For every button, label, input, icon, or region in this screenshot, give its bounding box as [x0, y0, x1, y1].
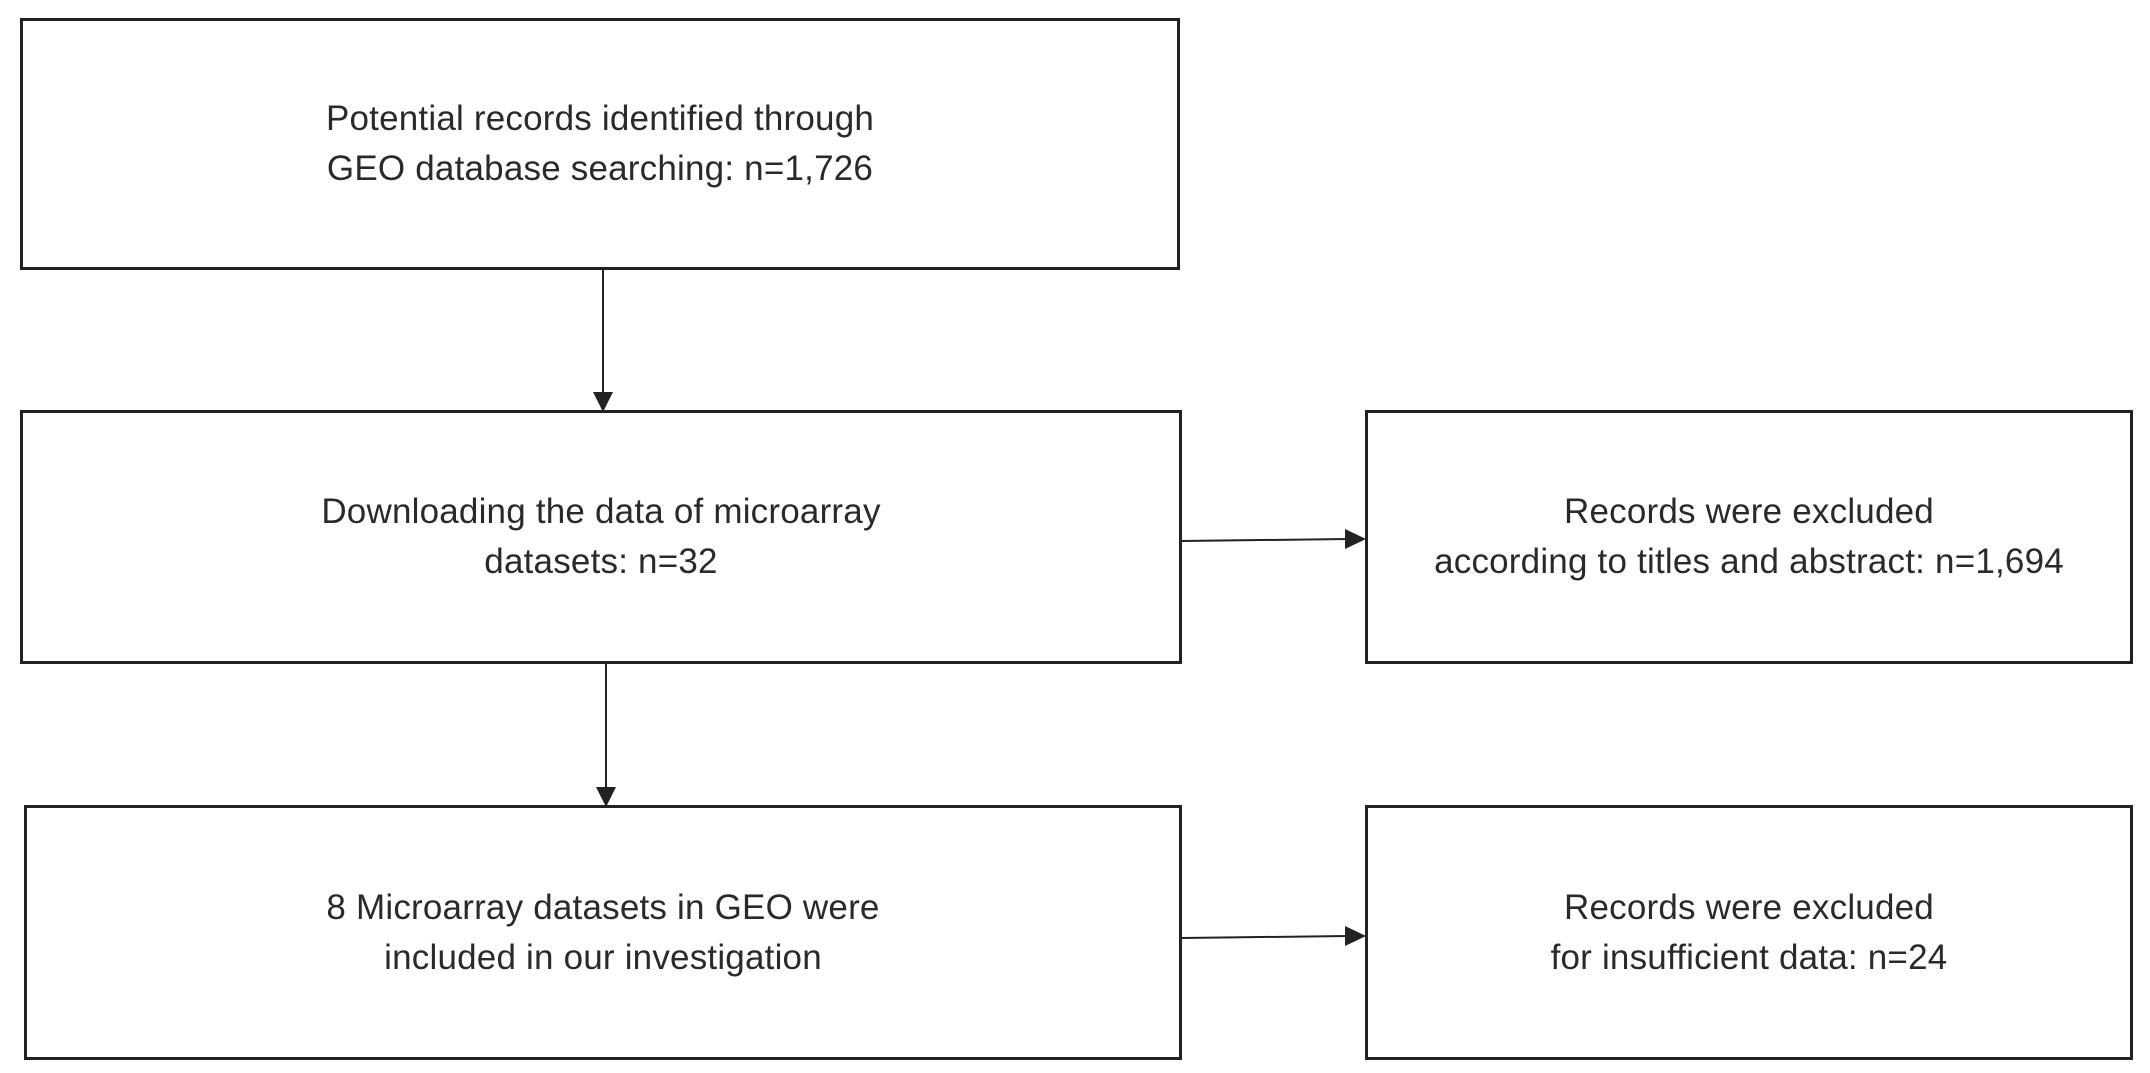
excluded-by-titles-box: Records were excluded according to title…: [1365, 410, 2133, 664]
records-identified-line-2: GEO database searching: n=1,726: [326, 149, 874, 188]
excluded-insufficient-data-text: Records were excluded for insufficient d…: [1551, 883, 1948, 983]
downloading-datasets-box: Downloading the data of microarray datas…: [20, 410, 1182, 664]
excluded-by-titles-line-2: according to titles and abstract: n=1,69…: [1434, 542, 2064, 581]
included-datasets-line-1: 8 Microarray datasets in GEO were: [326, 887, 880, 927]
records-identified-box: Potential records identified through GEO…: [20, 18, 1180, 270]
arrow-identified-to-downloading: [593, 270, 613, 412]
included-datasets-box: 8 Microarray datasets in GEO were includ…: [24, 805, 1182, 1060]
records-identified-text: Potential records identified through GEO…: [326, 94, 874, 194]
downloading-datasets-line-2: datasets: n=32: [484, 542, 718, 581]
excluded-insufficient-data-line-1: Records were excluded: [1564, 887, 1934, 927]
excluded-insufficient-data-line-2: for insufficient data: n=24: [1550, 937, 1948, 977]
excluded-insufficient-data-box: Records were excluded for insufficient d…: [1365, 805, 2133, 1060]
records-identified-line-1: Potential records identified through: [325, 99, 875, 138]
excluded-by-titles-line-1: Records were excluded: [1564, 492, 1934, 531]
included-datasets-line-2: included in our investigation: [384, 937, 822, 977]
arrow-downloading-to-included: [596, 664, 616, 807]
excluded-by-titles-text: Records were excluded according to title…: [1434, 487, 2064, 587]
arrow-included-to-excluded-data: [1181, 926, 1366, 946]
arrow-downloading-to-excluded-titles: [1181, 529, 1366, 549]
downloading-datasets-text: Downloading the data of microarray datas…: [321, 487, 880, 587]
included-datasets-text: 8 Microarray datasets in GEO were includ…: [326, 883, 879, 983]
downloading-datasets-line-1: Downloading the data of microarray: [321, 492, 881, 531]
